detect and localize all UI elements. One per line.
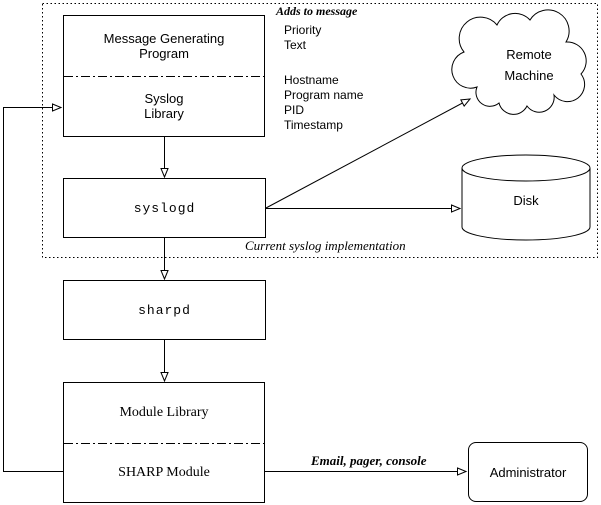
node-message-generating-program: Message Generating Program Syslog Librar… <box>63 15 265 137</box>
message-generating-program-label-line2: Program <box>139 46 189 61</box>
sharp-module-label: SHARP Module <box>118 464 210 480</box>
arrow-syslogd-to-remote-machine <box>265 98 472 209</box>
sharp-module-section: SHARP Module <box>64 443 264 502</box>
node-sharp-module: Module Library SHARP Module <box>63 382 265 503</box>
disk-cylinder-body <box>461 168 591 241</box>
administrator-label: Administrator <box>489 464 567 480</box>
remote-machine-label: Remote Machine <box>465 44 593 86</box>
library-adds-item-hostname: Hostname <box>284 73 339 87</box>
library-adds-item-timestamp: Timestamp <box>284 118 343 132</box>
arrow-sharp-module-feedback-to-library <box>3 103 63 472</box>
remote-machine-label-line2: Machine <box>504 68 554 83</box>
sharpd-label: sharpd <box>138 302 191 318</box>
disk-cylinder-top <box>461 154 591 182</box>
module-library-label: Module Library <box>119 405 209 421</box>
remote-machine-label-line1: Remote <box>506 47 552 62</box>
syslog-library-label-line2: Library <box>144 106 184 121</box>
syslog-library-section: Syslog Library <box>64 76 264 136</box>
message-generating-program-label-line1: Message Generating <box>103 31 225 46</box>
node-syslogd: syslogd <box>63 178 266 238</box>
current-syslog-implementation-caption: Current syslog implementation <box>245 238 406 253</box>
module-library-section: Module Library <box>64 383 264 443</box>
program-adds-item-text: Text <box>284 38 307 52</box>
remote-machine-cloud <box>451 9 587 115</box>
email-pager-console-label: Email, pager, console <box>311 453 427 468</box>
program-adds-list: Priority Text <box>284 23 321 53</box>
library-adds-item-program-name: Program name <box>284 88 364 102</box>
program-adds-item-priority: Priority <box>284 23 322 37</box>
node-sharpd: sharpd <box>63 280 266 340</box>
adds-to-message-caption: Adds to message <box>276 4 358 18</box>
syslog-library-label-line1: Syslog <box>144 91 184 106</box>
message-generating-program-section: Message Generating Program <box>64 16 264 76</box>
current-syslog-region-border <box>42 3 598 258</box>
library-adds-item-pid: PID <box>284 103 305 117</box>
node-administrator: Administrator <box>468 442 588 502</box>
disk-label-text: Disk <box>513 193 539 208</box>
syslogd-label: syslogd <box>133 200 196 216</box>
disk-label: Disk <box>462 190 590 211</box>
library-adds-list: Hostname Program name PID Timestamp <box>284 73 363 133</box>
